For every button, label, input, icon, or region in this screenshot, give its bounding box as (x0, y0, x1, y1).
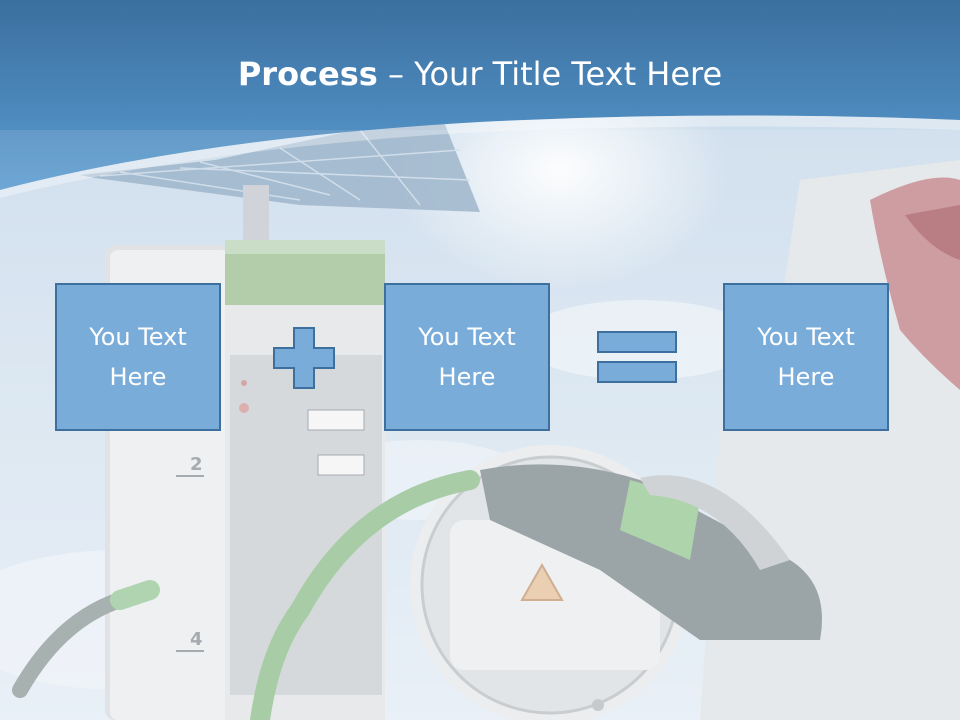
charging-plug (480, 464, 822, 640)
svg-text:4: 4 (190, 629, 203, 650)
process-box-2[interactable]: You Text Here (384, 283, 550, 431)
equals-icon (597, 331, 677, 383)
slide-title: Process – Your Title Text Here (0, 52, 960, 96)
charging-cable (12, 470, 480, 720)
process-box-1[interactable]: You Text Here (55, 283, 221, 431)
title-rest: – Your Title Text Here (377, 55, 723, 93)
process-box-1-text: You Text Here (89, 323, 187, 391)
svg-text:2: 2 (190, 454, 203, 475)
plus-icon (273, 327, 335, 389)
header-band (0, 0, 960, 190)
solar-panel (80, 112, 480, 255)
process-box-3[interactable]: You Text Here (723, 283, 889, 431)
process-box-3-text: You Text Here (757, 323, 855, 391)
process-box-2-text: You Text Here (418, 323, 516, 391)
title-strong: Process (237, 55, 378, 93)
